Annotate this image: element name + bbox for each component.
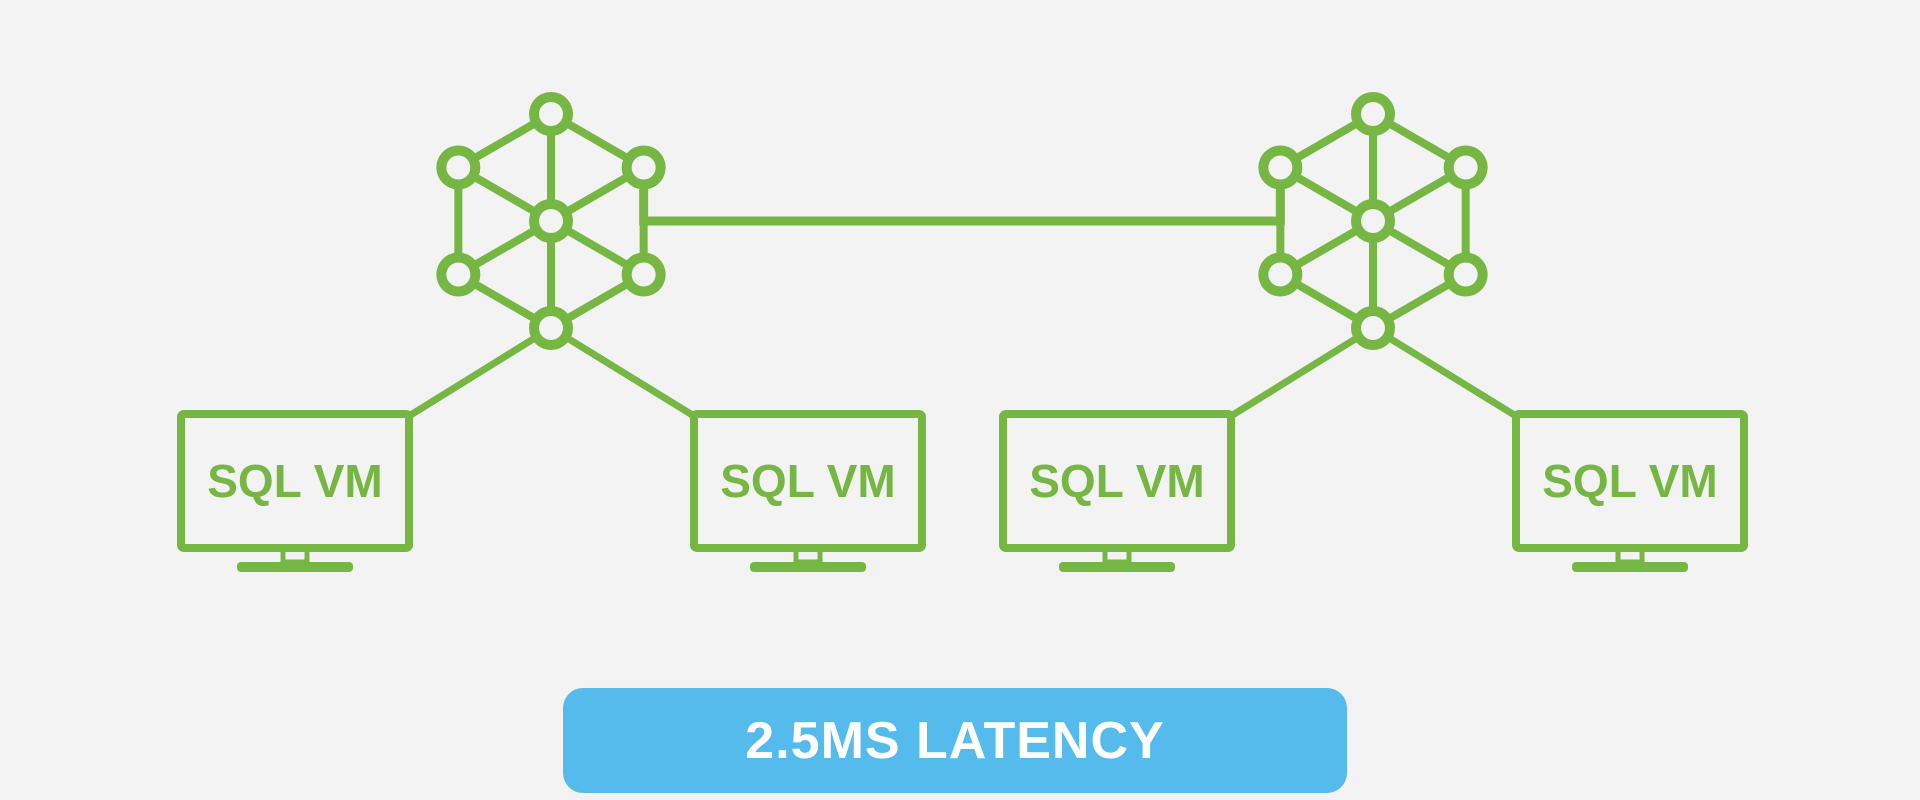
vm-link-line — [1227, 324, 1377, 420]
hex-node-inner — [631, 155, 656, 180]
vm-label: SQL VM — [720, 455, 896, 507]
vm-label: SQL VM — [1542, 455, 1718, 507]
latency-badge: 2.5MS LATENCY — [563, 688, 1347, 793]
cluster-group: SQL VM SQL VM — [177, 92, 926, 572]
cluster-connector-line — [639, 189, 1285, 226]
hex-node-inner — [539, 316, 563, 340]
monitor-neck — [793, 545, 823, 565]
vm-link-line — [547, 324, 698, 420]
hex-node-inner — [1361, 209, 1385, 233]
hex-node-inner — [446, 262, 471, 287]
hex-node-inner — [446, 155, 471, 180]
hex-node-inner — [1268, 262, 1293, 287]
hex-node-inner — [631, 262, 656, 287]
monitor-base — [237, 562, 353, 572]
monitor-base — [1059, 562, 1175, 572]
network-hexagon-icon — [1258, 92, 1488, 350]
monitor-icon: SQL VM — [690, 410, 926, 572]
monitor-neck — [1102, 545, 1132, 565]
hex-node-inner — [1361, 316, 1385, 340]
monitor-neck — [280, 545, 310, 565]
vm-label: SQL VM — [207, 455, 383, 507]
hex-node-inner — [1453, 262, 1478, 287]
hex-node-inner — [1268, 155, 1293, 180]
vm-link-line — [405, 324, 555, 420]
monitor-base — [1572, 562, 1688, 572]
hex-node-inner — [539, 102, 563, 126]
vm-link-line — [1369, 324, 1520, 420]
vm-label: SQL VM — [1029, 455, 1205, 507]
cluster-group: SQL VM SQL VM — [999, 92, 1748, 572]
monitor-icon: SQL VM — [999, 410, 1235, 572]
latency-label: 2.5MS LATENCY — [745, 711, 1165, 770]
network-hexagon-icon — [436, 92, 666, 350]
monitor-neck — [1615, 545, 1645, 565]
monitor-base — [750, 562, 866, 572]
hex-node-inner — [539, 209, 563, 233]
hex-node-inner — [1453, 155, 1478, 180]
monitor-icon: SQL VM — [177, 410, 413, 572]
hex-node-inner — [1361, 102, 1385, 126]
monitor-icon: SQL VM — [1512, 410, 1748, 572]
